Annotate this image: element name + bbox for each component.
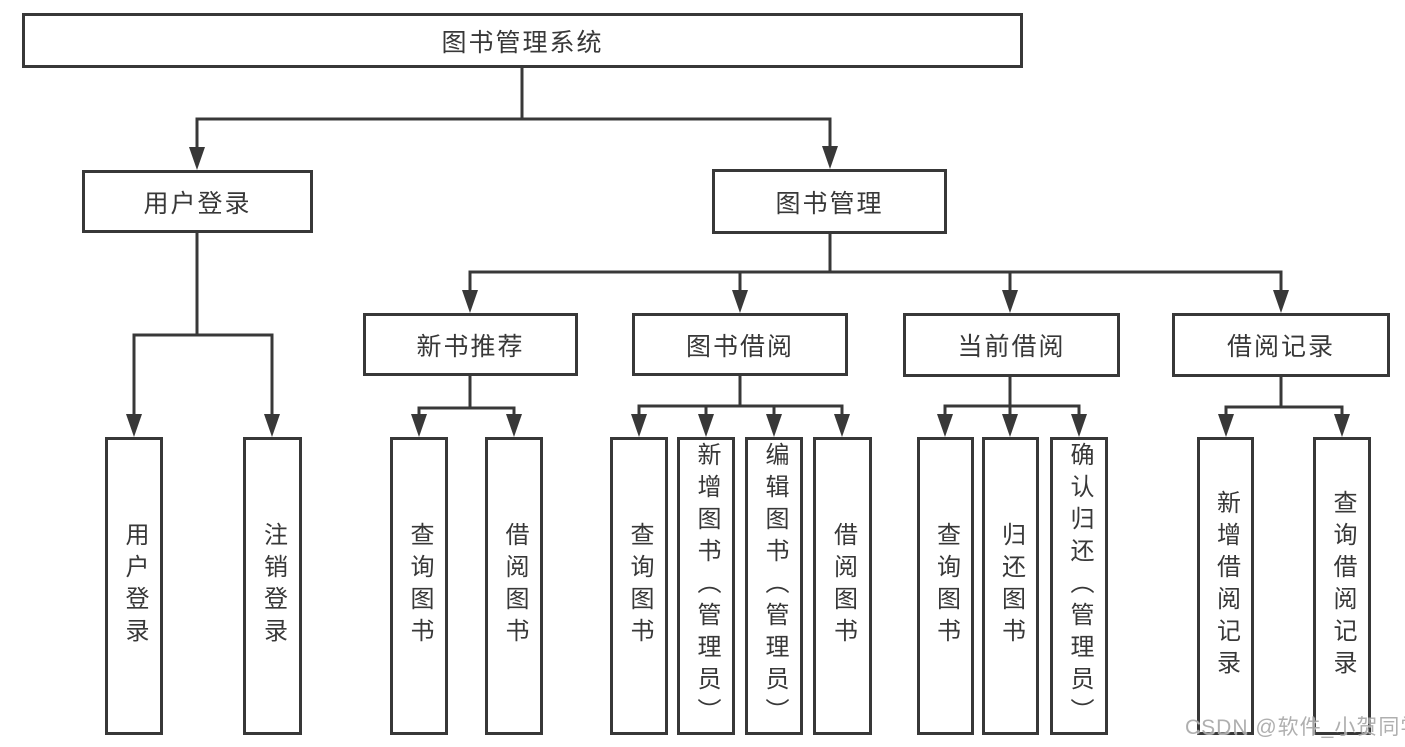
arrowhead-icon <box>1002 414 1018 437</box>
arrowhead-icon <box>1002 290 1018 313</box>
leaf-user-login: 用户登录 <box>105 437 163 735</box>
leaf-add-book-admin: 新增图书（管理员） <box>677 437 735 735</box>
arrowhead-icon <box>822 146 838 169</box>
leaf-user-login-label: 用户登录 <box>121 522 148 650</box>
leaf-query-books-current: 查询图书 <box>917 437 974 735</box>
leaf-add-book-admin-label: 新增图书（管理员） <box>693 442 720 730</box>
leaf-borrow-books-borrowing: 借阅图书 <box>813 437 872 735</box>
leaf-add-borrow-record-label: 新增借阅记录 <box>1212 490 1240 682</box>
leaf-query-books-current-label: 查询图书 <box>932 522 960 650</box>
arrowhead-icon <box>126 414 142 437</box>
arrowhead-icon <box>462 290 478 313</box>
leaf-borrow-books-recommend-label: 借阅图书 <box>501 522 528 650</box>
node-new-book-recommend: 新书推荐 <box>363 313 578 376</box>
leaf-borrow-books-borrowing-label: 借阅图书 <box>829 522 857 650</box>
arrowhead-icon <box>506 414 522 437</box>
watermark: CSDN @软件_小贺同学 <box>1185 716 1405 739</box>
arrowhead-icon <box>1218 414 1234 437</box>
arrowhead-icon <box>1071 414 1087 437</box>
arrowhead-icon <box>189 147 205 170</box>
leaf-query-borrow-record-label: 查询借阅记录 <box>1329 490 1356 682</box>
arrowhead-icon <box>732 290 748 313</box>
arrowhead-icon <box>1273 290 1289 313</box>
node-book-management: 图书管理 <box>712 169 947 234</box>
arrowhead-icon <box>411 414 427 437</box>
leaf-query-borrow-record: 查询借阅记录 <box>1313 437 1371 735</box>
leaf-return-book: 归还图书 <box>982 437 1039 735</box>
leaf-query-books-borrowing: 查询图书 <box>610 437 668 735</box>
leaf-confirm-return-admin: 确认归还（管理员） <box>1050 437 1108 735</box>
arrowhead-icon <box>1334 414 1350 437</box>
arrowhead-icon <box>834 414 850 437</box>
node-library-system: 图书管理系统 <box>22 13 1023 68</box>
leaf-query-books-borrowing-label: 查询图书 <box>626 522 653 650</box>
leaf-edit-book-admin: 编辑图书（管理员） <box>745 437 803 735</box>
arrowhead-icon <box>937 414 953 437</box>
arrowhead-icon <box>698 414 714 437</box>
leaf-add-borrow-record: 新增借阅记录 <box>1197 437 1254 735</box>
leaf-borrow-books-recommend: 借阅图书 <box>485 437 543 735</box>
arrowhead-icon <box>631 414 647 437</box>
node-current-borrowing: 当前借阅 <box>903 313 1120 377</box>
arrowhead-icon <box>264 414 280 437</box>
leaf-confirm-return-admin-label: 确认归还（管理员） <box>1066 442 1093 730</box>
arrowhead-icon <box>766 414 782 437</box>
leaf-edit-book-admin-label: 编辑图书（管理员） <box>761 442 788 730</box>
node-user-login: 用户登录 <box>82 170 313 233</box>
leaf-query-books-recommend-label: 查询图书 <box>406 522 433 650</box>
leaf-query-books-recommend: 查询图书 <box>390 437 448 735</box>
node-borrowing-records: 借阅记录 <box>1172 313 1390 377</box>
node-book-borrowing: 图书借阅 <box>632 313 848 376</box>
leaf-logout: 注销登录 <box>243 437 302 735</box>
leaf-return-book-label: 归还图书 <box>997 522 1025 650</box>
leaf-logout-label: 注销登录 <box>259 522 287 650</box>
